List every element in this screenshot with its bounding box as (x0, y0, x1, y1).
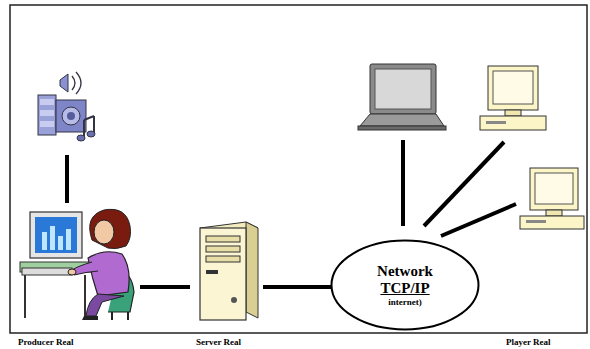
desktop-illustration (520, 168, 584, 229)
desktop-illustration (480, 66, 546, 130)
caption-label: Server Real (196, 337, 241, 347)
node-text: TCP/IP (380, 280, 429, 297)
media-icon (38, 72, 95, 141)
server-illustration (200, 222, 258, 320)
caption-label: Producer Real (18, 337, 73, 347)
node-text: internet) (388, 297, 422, 307)
producer-illustration (20, 209, 134, 320)
node-text: Network (377, 263, 433, 280)
caption-label: Player Real (506, 337, 551, 347)
network-ellipse: NetworkTCP/IPinternet) (330, 239, 480, 331)
laptop-illustration (358, 64, 446, 130)
